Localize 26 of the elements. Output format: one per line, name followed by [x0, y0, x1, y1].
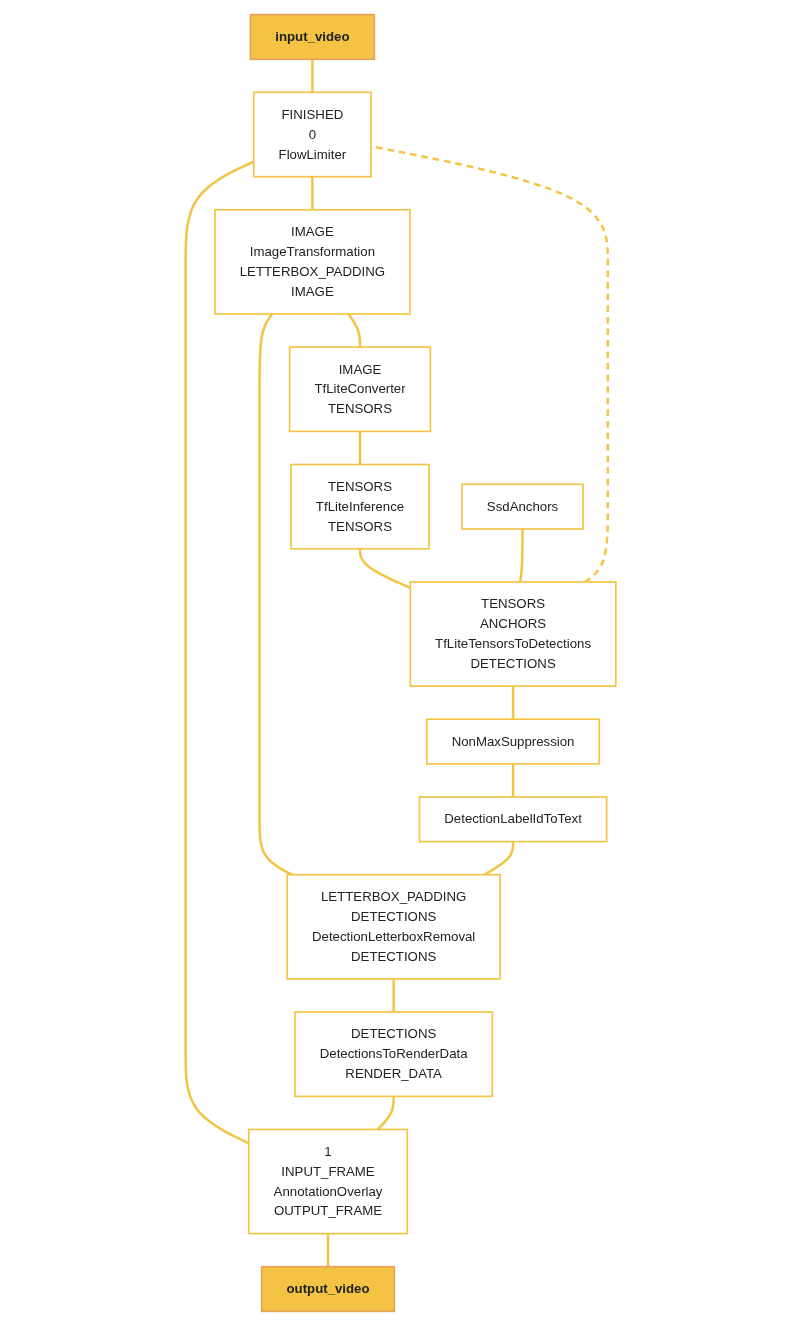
- connector: [184, 160, 255, 1145]
- node-box: SsdAnchors: [461, 483, 585, 530]
- node-box: input_video: [249, 13, 376, 61]
- node-box: IMAGE ImageTransformation LETTERBOX_PADDING IMAGE: [214, 208, 411, 315]
- connector: [311, 176, 314, 210]
- connector: [327, 1233, 330, 1267]
- connector: [258, 313, 293, 876]
- connector: [519, 529, 524, 583]
- connector: [512, 686, 515, 720]
- connector: [483, 841, 515, 876]
- connector: [392, 978, 396, 1012]
- connector: [359, 431, 362, 465]
- node-box: NonMaxSuppression: [426, 718, 601, 765]
- node-box: TENSORS ANCHORS TfLiteTensorsToDetections DETECTIONS: [409, 581, 617, 687]
- node-box: IMAGE TfLiteConverter TENSORS: [289, 346, 432, 433]
- connector: [347, 313, 362, 348]
- connector: [512, 763, 515, 797]
- node-box: DetectionLabelIdToText: [418, 796, 608, 843]
- node-box: DETECTIONS DetectionsToRenderData RENDER_DATA: [294, 1011, 494, 1098]
- connector: [377, 1096, 396, 1131]
- node-box: TENSORS TfLiteInference TENSORS: [290, 463, 431, 550]
- node-box: LETTERBOX_PADDING DETECTIONS DetectionLetterboxRemoval DETECTIONS: [286, 873, 502, 980]
- connector: [311, 59, 314, 93]
- node-box: output_video: [261, 1265, 396, 1313]
- node-box: FINISHED 0 FlowLimiter: [253, 91, 373, 178]
- node-box: 1 INPUT_FRAME AnnotationOverlay OUTPUT_FRAME: [248, 1128, 409, 1235]
